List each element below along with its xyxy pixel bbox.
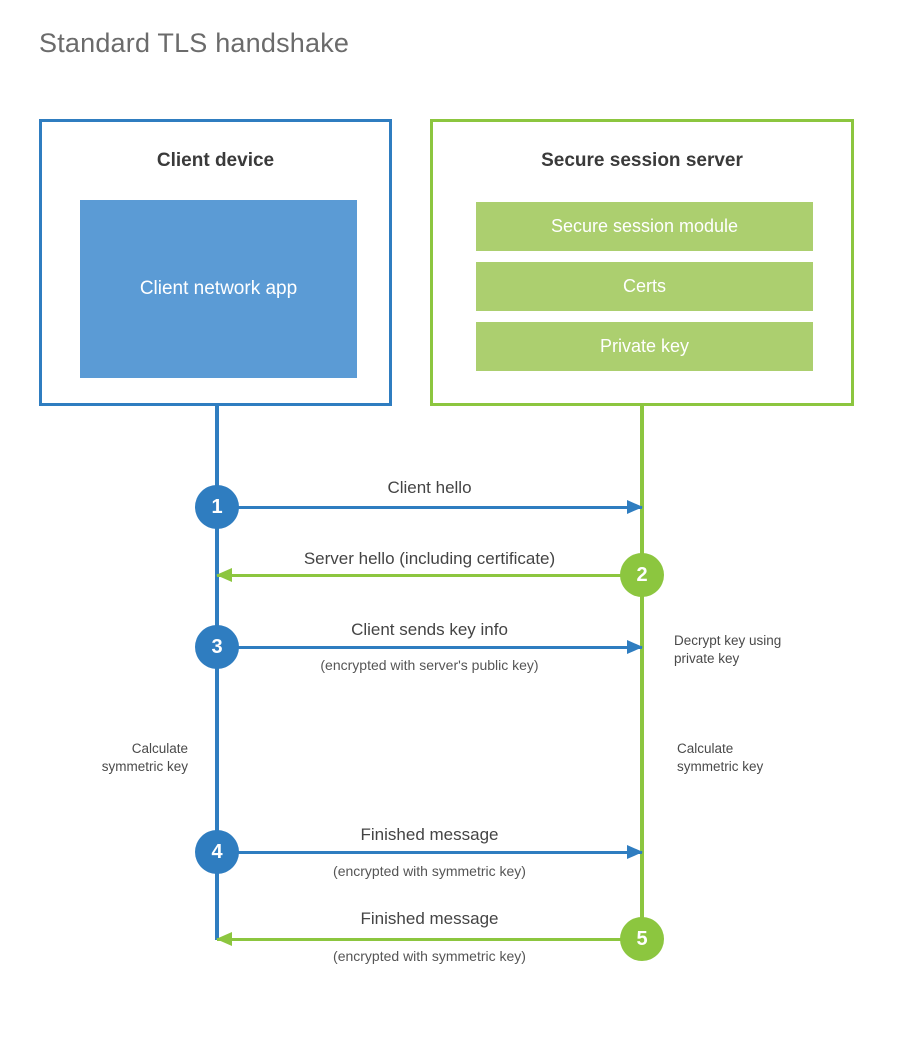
client-device-box: Client device Client network app (39, 119, 392, 406)
step-2-marker[interactable]: 2 (620, 553, 664, 597)
step-3-marker[interactable]: 3 (195, 625, 239, 669)
step-5-sublabel: (encrypted with symmetric key) (333, 948, 526, 964)
arrow-head-right-icon (627, 500, 643, 514)
step-4-marker[interactable]: 4 (195, 830, 239, 874)
step-5-label: Finished message (360, 909, 499, 928)
step-3-label: Client sends key info (351, 620, 508, 639)
server-module-secure-session-module: Secure session module (476, 202, 813, 251)
arrow-head-right-icon (627, 640, 643, 654)
step-5-arrow (216, 932, 642, 946)
note-client-calculate-symmetric-key: Calculate symmetric key (101, 741, 188, 775)
step-5-marker[interactable]: 5 (620, 917, 664, 961)
step-3-sublabel: (encrypted with server's public key) (320, 657, 539, 673)
step-2-label: Server hello (including certificate) (303, 549, 556, 568)
step-1-arrow (217, 500, 643, 514)
arrow-head-left-icon (216, 568, 232, 582)
server-module-list: Secure session module Certs Private key (476, 202, 813, 371)
step-1-marker[interactable]: 1 (195, 485, 239, 529)
step-4-arrow (217, 845, 643, 859)
client-network-app-block: Client network app (80, 200, 357, 378)
step-3-arrow (217, 640, 643, 654)
client-lifeline (215, 406, 219, 940)
server-module-private-key: Private key (476, 322, 813, 371)
page-title: Standard TLS handshake (39, 28, 350, 58)
note-decrypt-key: Decrypt key using private key (674, 633, 782, 667)
secure-session-server-title: Secure session server (541, 150, 743, 171)
secure-session-server-box: Secure session server Secure session mod… (430, 119, 854, 406)
step-4-sublabel: (encrypted with symmetric key) (333, 863, 526, 879)
client-device-title: Client device (156, 150, 275, 171)
step-2-arrow (216, 568, 642, 582)
server-module-certs: Certs (476, 262, 813, 311)
arrow-head-right-icon (627, 845, 643, 859)
note-server-calculate-symmetric-key: Calculate symmetric key (677, 741, 764, 775)
step-4-label: Finished message (360, 825, 499, 844)
server-lifeline (640, 406, 644, 940)
step-1-label: Client hello (387, 478, 472, 497)
arrow-head-left-icon (216, 932, 232, 946)
